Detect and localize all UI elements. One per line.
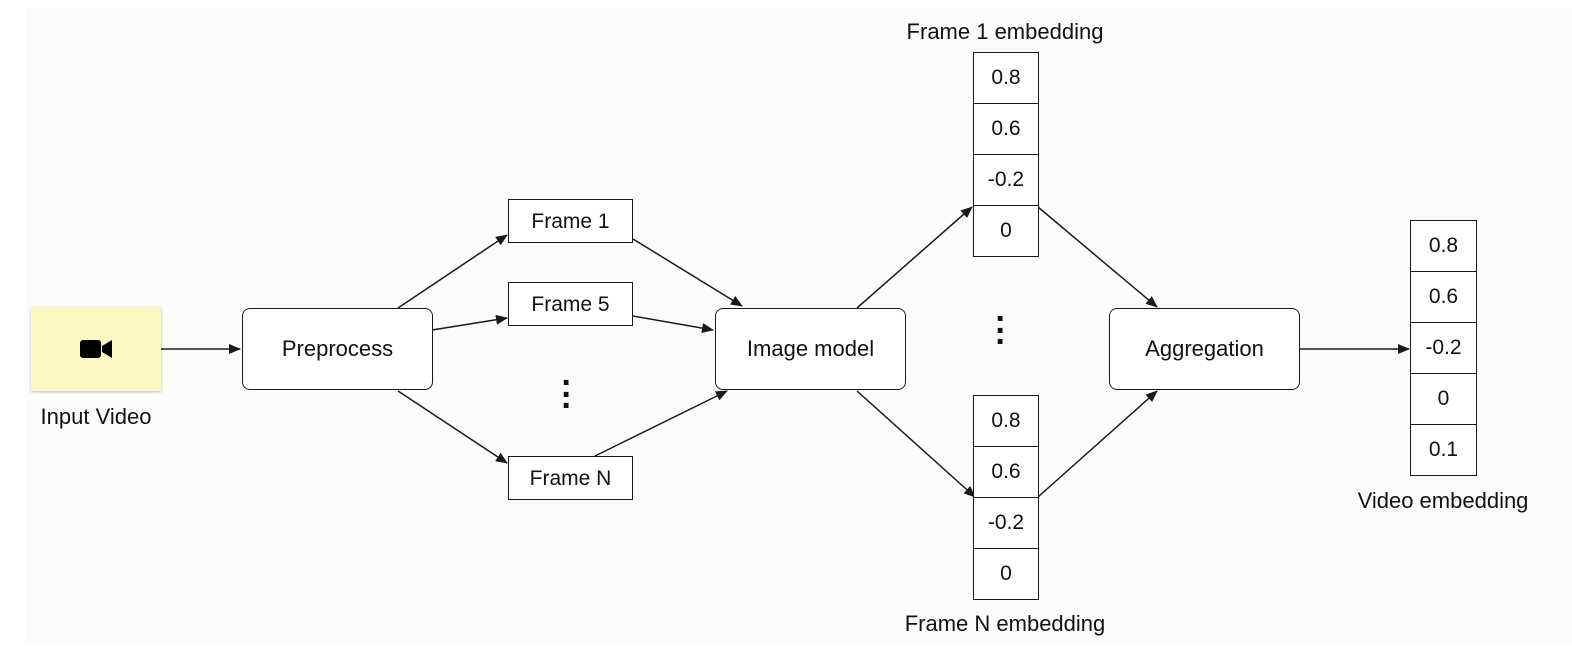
frame-n-embedding-cell: 0.6 (973, 446, 1039, 498)
arrow-frameN-embedding-to-aggregation (1037, 390, 1158, 498)
arrow-preprocess-to-frame1 (397, 234, 508, 309)
arrow-model-to-frame1-embedding (856, 206, 973, 309)
frame-1-label: Frame 1 (531, 209, 610, 233)
input-video-note (31, 307, 161, 391)
frame-n-embedding-title: Frame N embedding (904, 611, 1106, 636)
frame-1-box: Frame 1 (508, 199, 633, 243)
video-camera-icon (80, 340, 112, 358)
arrow-frame1-embedding-to-aggregation (1037, 206, 1158, 308)
frame-1-embedding-cell: -0.2 (973, 154, 1039, 206)
frame-5-box: Frame 5 (508, 282, 633, 326)
frame-1-embedding-cell: 0.6 (973, 103, 1039, 155)
frame-n-embedding-cell: 0 (973, 548, 1039, 600)
video-embedding-cell: 0.8 (1410, 220, 1477, 272)
frames-ellipsis: ··· (561, 364, 573, 426)
video-embedding-cell: -0.2 (1410, 322, 1477, 374)
image-model-label: Image model (746, 336, 875, 361)
aggregation-box: Aggregation (1109, 308, 1300, 390)
preprocess-box: Preprocess (242, 308, 433, 390)
frame-1-embedding-cell: 0 (973, 205, 1039, 257)
frame-1-embedding-title: Frame 1 embedding (906, 19, 1104, 44)
arrow-frame5-to-model (632, 315, 714, 334)
arrow-preprocess-to-frameN (397, 390, 508, 464)
video-embedding-cell: 0 (1410, 373, 1477, 425)
image-model-box: Image model (715, 308, 906, 390)
frame-n-embedding-cell: 0.8 (973, 395, 1039, 447)
arrow-model-to-frameN-embedding (856, 390, 976, 498)
preprocess-label: Preprocess (281, 336, 394, 361)
input-video-label: Input Video (40, 404, 152, 429)
arrow-frameN-to-model (594, 390, 728, 457)
video-embedding-cell: 0.6 (1410, 271, 1477, 323)
frame-1-embedding-cell: 0.8 (973, 52, 1039, 104)
embeddings-ellipsis: ··· (995, 300, 1007, 362)
frame-n-box: Frame N (508, 456, 633, 500)
arrow-frame1-to-model (632, 238, 743, 307)
aggregation-label: Aggregation (1145, 336, 1264, 361)
frame-5-label: Frame 5 (531, 292, 610, 316)
frame-n-label: Frame N (529, 466, 612, 490)
arrow-preprocess-to-frame5 (431, 314, 508, 331)
frame-n-embedding-cell: -0.2 (973, 497, 1039, 549)
video-embedding-cell: 0.1 (1410, 424, 1477, 476)
video-embedding-title: Video embedding (1357, 488, 1529, 513)
